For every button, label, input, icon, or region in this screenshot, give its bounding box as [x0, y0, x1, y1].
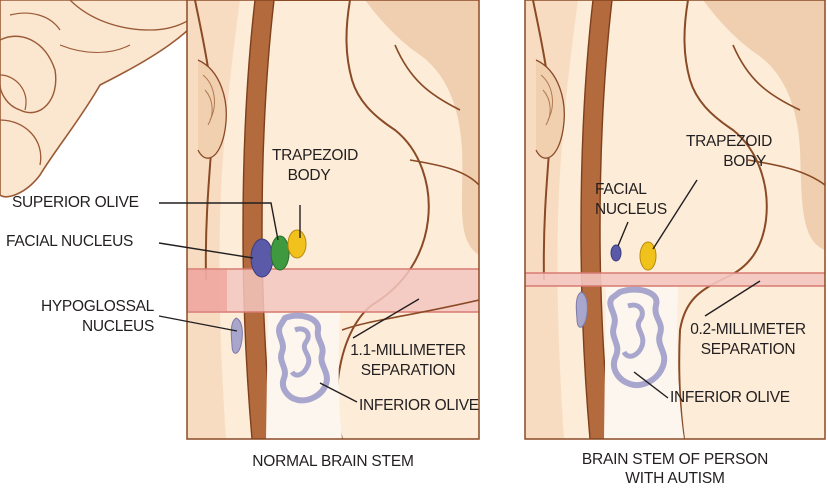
label-separation-right: 0.2-MILLIMETER SEPARATION — [682, 320, 814, 360]
caption-normal-brain-stem: NORMAL BRAIN STEM — [187, 452, 479, 471]
label-facial-nucleus-right: FACIAL NUCLEUS — [595, 180, 675, 220]
label-facial-nucleus-left: FACIAL NUCLEUS — [6, 232, 133, 252]
label-trapezoid-body-right: TRAPEZOID BODY — [686, 132, 766, 172]
label-trapezoid-body-left: TRAPEZOID BODY — [272, 146, 346, 186]
label-separation-left: 1.1-MILLIMETER SEPARATION — [342, 341, 474, 381]
label-inferior-olive-right: INFERIOR OLIVE — [670, 388, 790, 408]
label-trapezoid-body-left-text: TRAPEZOID BODY — [272, 146, 346, 186]
label-superior-olive: SUPERIOR OLIVE — [12, 193, 139, 213]
caption-autism-brain-stem: BRAIN STEM OF PERSON WITH AUTISM — [575, 450, 775, 488]
label-hypoglossal-nucleus: HYPOGLOSSAL NUCLEUS — [26, 297, 154, 337]
cerebellum-fragment — [0, 0, 210, 197]
autism-brain-stem-panel — [525, 0, 825, 439]
label-inferior-olive-left: INFERIOR OLIVE — [359, 396, 479, 416]
